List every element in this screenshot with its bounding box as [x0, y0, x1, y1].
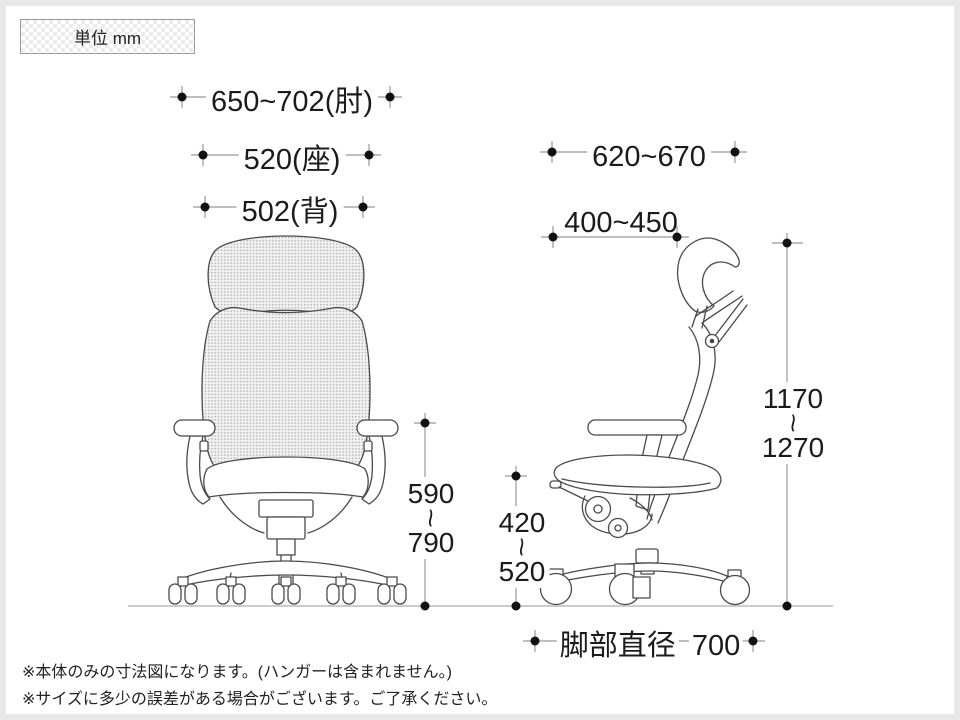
- caster-wheel: [719, 574, 751, 606]
- total-height-min: 1170: [762, 383, 824, 414]
- front-seat-support: [219, 496, 353, 534]
- front-casters: [168, 576, 407, 605]
- front-backrest: [201, 306, 371, 475]
- seat-height-label: 420 ~ 520: [494, 506, 550, 588]
- side-headrest-strut: [713, 298, 748, 343]
- footnotes: ※本体のみの寸法図になります。(ハンガーは含まれません。) ※サイズに多少の誤差…: [22, 659, 497, 713]
- front-left-armrest: [173, 419, 216, 505]
- base-diameter-text: 脚部直径: [556, 630, 679, 663]
- unit-label: 単位 mm: [73, 29, 142, 48]
- side-seat-seam: [561, 478, 711, 488]
- base-diameter-label: 脚部直径 700: [556, 630, 744, 663]
- range-tilde: ~: [416, 508, 446, 528]
- side-armrest-pad: [587, 419, 687, 436]
- side-seat: [553, 454, 722, 496]
- side-pivot-center: [709, 338, 715, 344]
- side-headrest: [677, 237, 740, 313]
- seat-width-label: 520(座): [238, 144, 346, 177]
- front-right-armrest: [356, 419, 399, 505]
- total-height-max: 1270: [761, 432, 825, 463]
- seat-height-max: 520: [498, 556, 546, 587]
- side-back-frame-outer: [657, 322, 716, 524]
- front-mechanism-lower: [266, 516, 306, 540]
- total-depth-dimension-line: [540, 141, 747, 163]
- total-depth-label: 620~670: [587, 141, 711, 174]
- footnote-body-only: ※本体のみの寸法図になります。(ハンガーは含まれません。): [22, 664, 452, 681]
- front-seat: [203, 456, 369, 498]
- back-width-label: 502(背): [236, 196, 344, 229]
- seat-depth-label: 400~450: [564, 207, 678, 240]
- side-mechanism: [549, 480, 653, 539]
- front-view-chair-drawing: [168, 235, 407, 605]
- back-height-label: 590 ~ 790: [403, 477, 459, 559]
- caster: [168, 576, 198, 605]
- caster: [326, 576, 356, 605]
- total-height-label: 1170 ~ 1270: [757, 382, 829, 464]
- caster: [216, 576, 246, 605]
- armrest-width-label: 650~702(肘): [205, 86, 379, 119]
- diagram-canvas: [128, 86, 833, 652]
- caster: [271, 576, 301, 605]
- caster: [377, 576, 407, 605]
- front-headrest: [207, 235, 365, 316]
- back-height-max: 790: [407, 527, 455, 558]
- side-gas-column: [635, 548, 659, 564]
- front-mechanism-upper: [258, 499, 314, 518]
- range-tilde: ~: [777, 413, 808, 433]
- base-diameter-value: 700: [688, 630, 744, 663]
- unit-box: 単位 mm: [20, 19, 195, 54]
- back-height-min: 590: [407, 478, 455, 509]
- seat-height-min: 420: [498, 507, 546, 538]
- side-back-frame-tip: [695, 290, 743, 324]
- front-gas-column: [276, 538, 296, 556]
- seat-depth-dimension-line: [541, 226, 689, 248]
- range-tilde: ~: [507, 537, 537, 557]
- side-view-chair-drawing: [539, 237, 751, 606]
- footnote-size-tolerance: ※サイズに多少の誤差がある場合がございます。ご了承ください。: [22, 691, 498, 708]
- front-base-legs: [180, 560, 392, 587]
